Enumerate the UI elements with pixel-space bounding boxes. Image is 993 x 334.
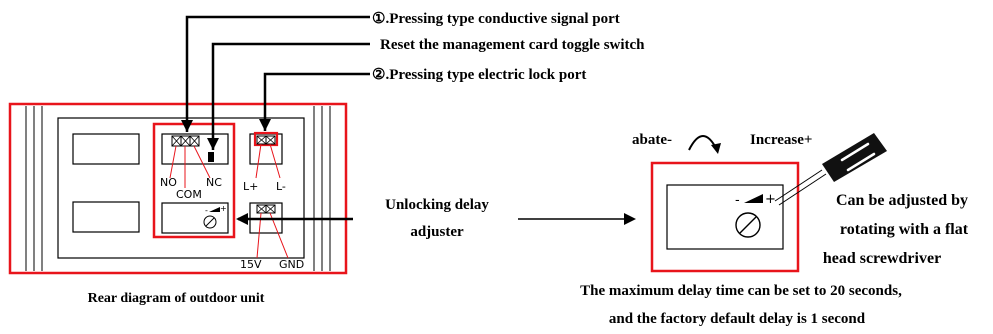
outdoor-unit-panel: NO NC COM - + L+ L- [8,102,348,275]
inner-plate [57,117,305,259]
tool-note-line2: rotating with a flat [840,221,969,238]
detail-highlight [650,161,800,273]
delay-note-line2: and the factory default delay is 1 secon… [609,311,866,327]
detail-adjuster-ramp-icon [744,194,763,203]
wire-nc [193,145,211,179]
wire-lplus [255,143,262,179]
callout-delay-adjuster-line2: adjuster [410,224,464,240]
wire-no [169,145,177,179]
terminal-lplus-label: L+ [243,180,258,193]
panel-red-border [8,102,348,275]
panel-adjuster-plus: + [220,204,227,213]
detail-delay-adjuster[interactable] [666,184,784,250]
terminal-gnd-label: GND [279,258,304,271]
callout-delay-adjuster-line1: Unlocking delay [385,197,489,213]
panel-adjuster-ramp-icon [209,207,220,212]
rotate-arrow-icon [711,143,721,154]
wire-15v [256,212,262,259]
increase-label: Increase+ [750,132,812,148]
blank-window-bottom [72,201,140,233]
callout-leaders [181,15,370,225]
terminal-lminus-label: L- [276,180,286,193]
wire-gnd [269,212,289,259]
lock-port-highlight [253,131,279,147]
detail-adjuster-minus: - [735,193,740,208]
callout-reset-switch: Reset the management card toggle switch [380,37,645,53]
wire-lminus [269,143,281,179]
lock-terminal-block [256,135,276,145]
panel-adjuster-minus: - [205,206,208,215]
terminal-no-label: NO [160,176,177,189]
panel-delay-adjuster[interactable] [161,202,229,234]
tool-note-line1: Can be adjusted by [836,192,968,209]
screwdriver-icon [774,133,887,206]
delay-note-line1: The maximum delay time can be set to 20 … [580,283,902,299]
reset-toggle-switch[interactable] [208,152,214,162]
callout-lock-port: ②.Pressing type electric lock port [372,67,586,83]
decrease-label: abate- [632,132,672,148]
leader-lock-port [263,72,370,131]
panel-caption: Rear diagram of outdoor unit [88,291,265,306]
signal-port-highlight [152,122,236,239]
blank-window-top [72,133,140,165]
leader-reset-switch [211,42,370,150]
terminal-nc-label: NC [206,176,222,189]
callout-signal-port: ①.Pressing type conductive signal port [372,11,620,27]
signal-terminal-block [171,135,200,147]
terminal-15v-label: 15V [240,258,262,271]
power-terminal-block [256,204,276,214]
terminal-com-label: COM [176,188,202,201]
rotate-arc-icon [688,135,718,151]
detail-adjuster-plus: + [765,192,776,207]
leader-signal-port [185,15,370,132]
tool-note-line3: head screwdriver [823,250,941,267]
